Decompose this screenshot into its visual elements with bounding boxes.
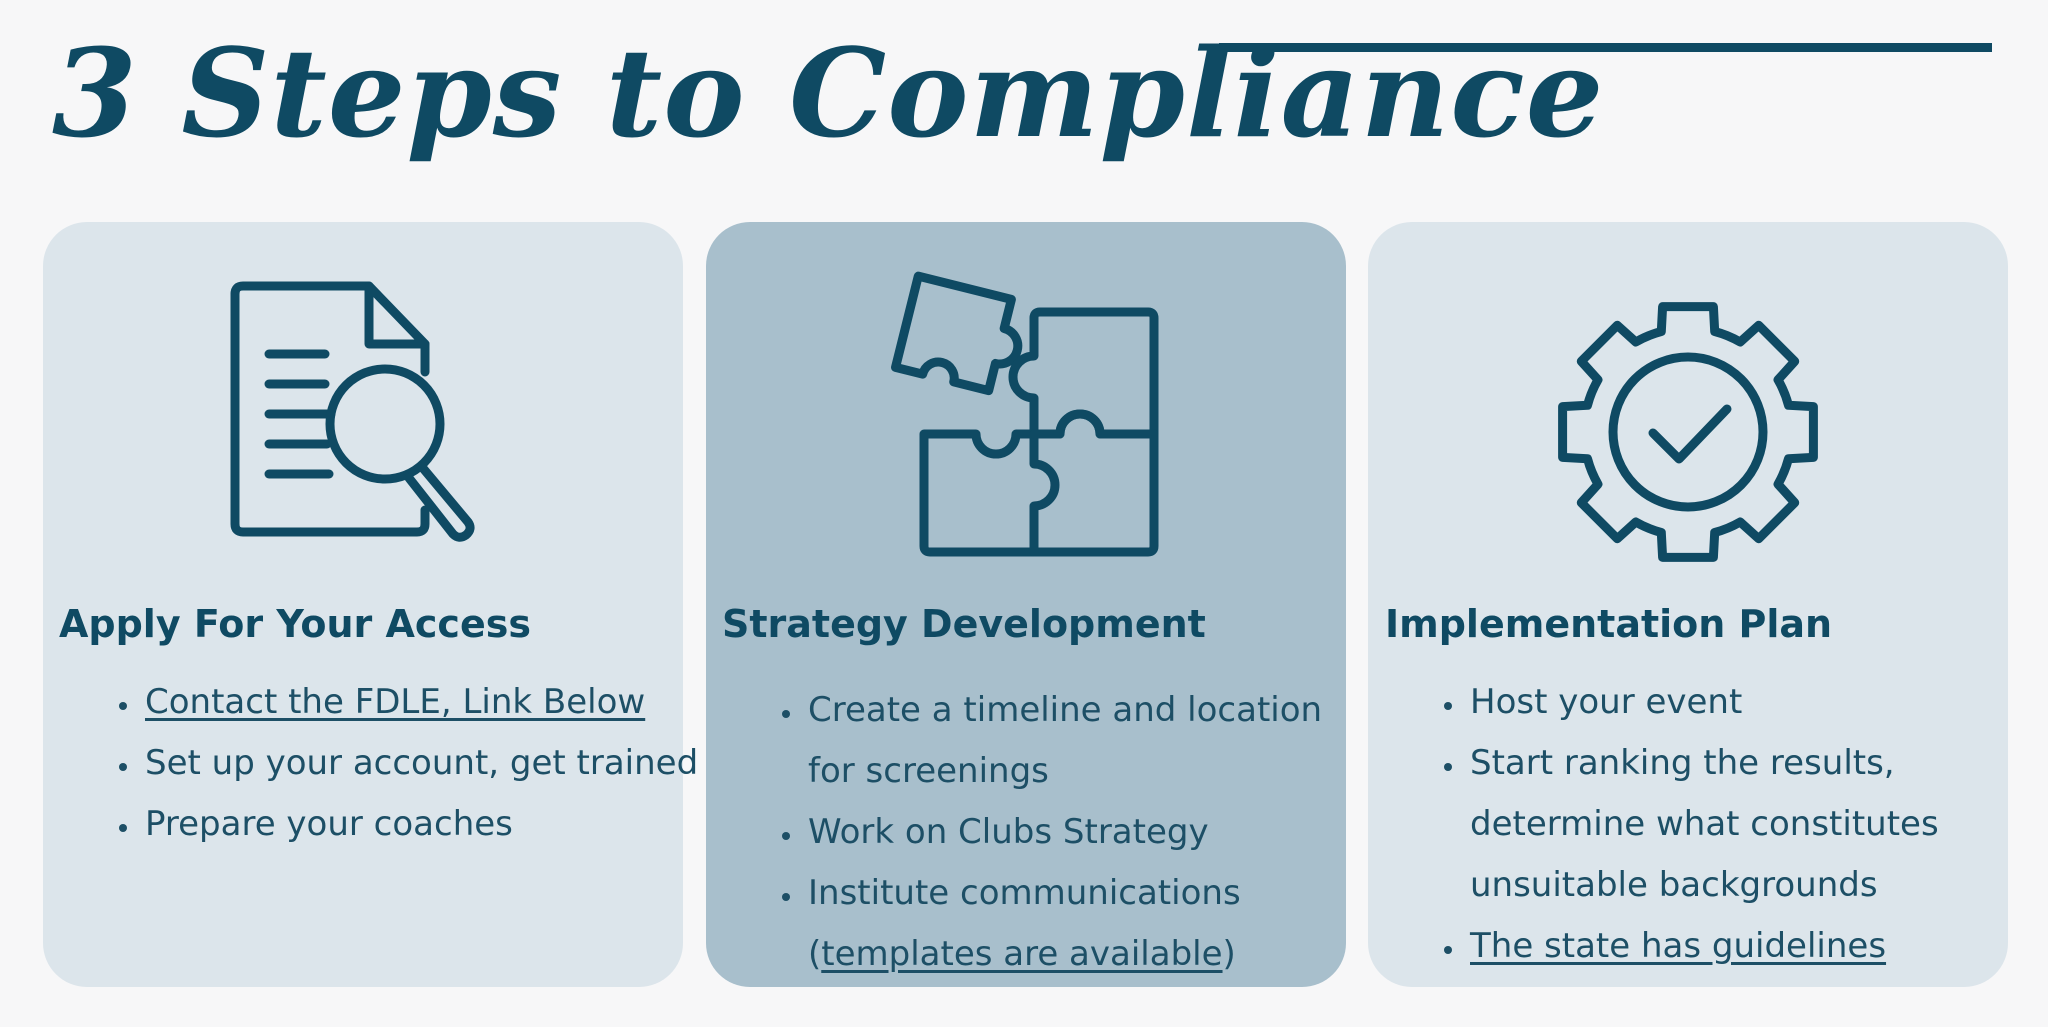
list-item: Create a timeline and location for scree… <box>804 680 1324 802</box>
card-title: Implementation Plan <box>1385 602 1833 646</box>
card-title: Apply For Your Access <box>59 602 531 646</box>
list-item: Start ranking the results, determine wha… <box>1466 733 1986 916</box>
list-item: Prepare your coaches <box>141 794 701 855</box>
templates-link[interactable]: templates are available <box>821 934 1223 974</box>
item-text: Institute communications ( <box>808 873 1241 974</box>
list-item: Host your event <box>1466 672 1986 733</box>
guidelines-link[interactable]: The state has guidelines <box>1470 926 1887 966</box>
list-item: Contact the FDLE, Link Below <box>141 672 701 733</box>
item-list: Host your event Start ranking the result… <box>1428 672 1986 977</box>
list-item: Institute communications (templates are … <box>804 863 1324 985</box>
card-title: Strategy Development <box>722 602 1206 646</box>
card-implementation-plan: Implementation Plan Host your event Star… <box>1368 222 2008 987</box>
item-list: Create a timeline and location for scree… <box>766 680 1324 985</box>
gear-check-icon <box>1558 302 1818 562</box>
list-item: Work on Clubs Strategy <box>804 802 1324 863</box>
item-list: Contact the FDLE, Link Below Set up your… <box>103 672 701 855</box>
list-item: The state has guidelines <box>1466 916 1986 977</box>
document-search-icon <box>230 281 475 542</box>
card-apply-access: Apply For Your Access Contact the FDLE, … <box>43 222 698 987</box>
item-text: ) <box>1222 934 1236 974</box>
card-strategy-development: Strategy Development Create a timeline a… <box>706 222 1346 987</box>
list-item: Set up your account, get trained <box>141 733 701 794</box>
page-title: 3 Steps to Compliance <box>52 21 1605 165</box>
fdle-link[interactable]: Contact the FDLE, Link Below <box>145 682 646 722</box>
puzzle-icon <box>891 271 1159 557</box>
header-rule <box>1219 43 1992 52</box>
